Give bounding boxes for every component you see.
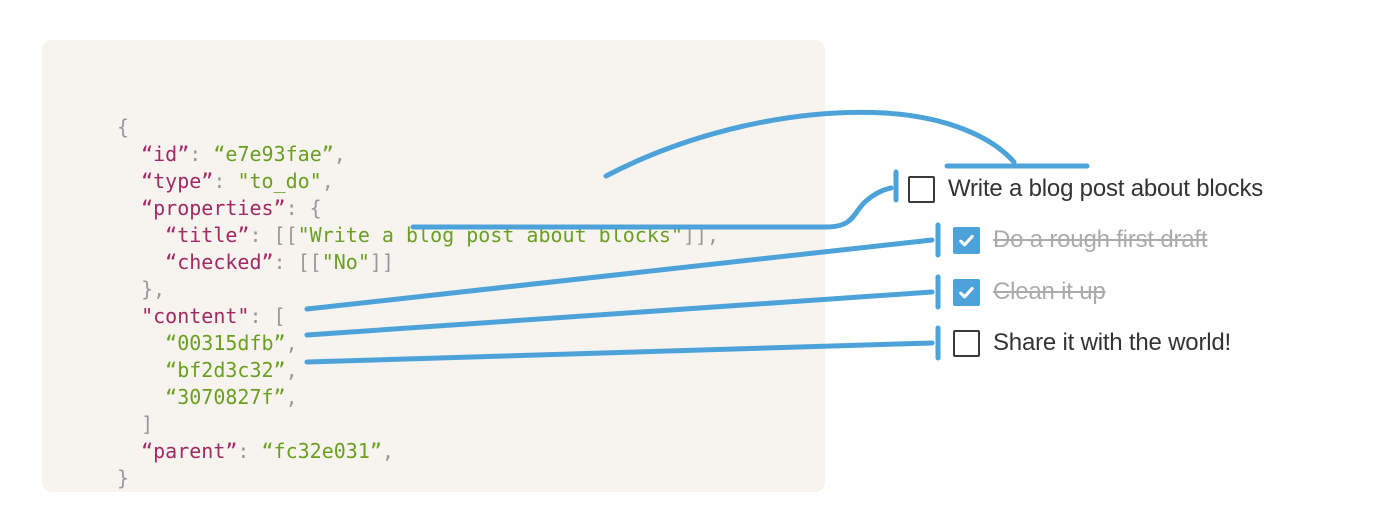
todo-item-label: Clean it up [993, 278, 1106, 305]
todo-item-label: Share it with the world! [993, 329, 1231, 356]
json-code-segment-str: “e7e93fae” [213, 142, 334, 166]
json-code-line: “id”: “e7e93fae”, [117, 141, 719, 168]
json-code-segment-pun [117, 385, 165, 409]
json-code-segment-pun [117, 250, 165, 274]
json-code-line: }, [117, 276, 719, 303]
checkmark-icon [959, 234, 974, 246]
todo-checkbox-unchecked[interactable] [953, 329, 980, 357]
todo-item-label: Do a rough first draft [993, 226, 1208, 253]
json-code-line: "content": [ [117, 303, 719, 330]
json-code-segment-pun: , [285, 385, 298, 409]
json-code-segment-pun: { [117, 115, 130, 139]
json-code-line: } [117, 465, 719, 492]
json-code-segment-pun: : [ [249, 304, 286, 328]
json-code-segment-pun: : { [285, 196, 322, 220]
json-code-line: “type”: "to_do", [117, 168, 719, 195]
todo-item: Share it with the world! [953, 328, 1231, 358]
json-code-segment-pun [117, 439, 141, 463]
json-code-segment-str: "Write a blog post about blocks" [297, 223, 683, 247]
json-code-segment-pun: , [321, 169, 334, 193]
json-code-segment-pun: , [285, 331, 298, 355]
json-code-segment-str: "No" [321, 250, 370, 274]
json-code-segment-pun: , [285, 358, 298, 382]
checkmark-icon [959, 286, 974, 298]
json-code-segment-str: "to_do" [237, 169, 322, 193]
json-code-segment-pun: ]] [369, 250, 394, 274]
json-code: { “id”: “e7e93fae”, “type”: "to_do", “pr… [117, 114, 719, 492]
json-code-segment-pun [117, 196, 141, 220]
json-code-segment-pun [117, 358, 165, 382]
json-code-segment-pun: : [189, 142, 214, 166]
todo-item: Do a rough first draft [953, 225, 1208, 255]
json-code-segment-key: “title” [165, 223, 250, 247]
json-code-segment-pun: } [117, 466, 130, 490]
todo-item-label: Write a blog post about blocks [948, 175, 1264, 202]
json-code-segment-str: “00315dfb” [165, 331, 286, 355]
json-code-segment-pun: : [237, 439, 262, 463]
json-code-segment-key: “properties” [141, 196, 286, 220]
json-code-line: { [117, 114, 719, 141]
json-code-segment-pun [117, 331, 165, 355]
json-code-segment-str: “fc32e031” [261, 439, 382, 463]
json-code-segment-pun [117, 169, 141, 193]
json-code-segment-pun: : [[ [273, 250, 322, 274]
json-code-panel: { “id”: “e7e93fae”, “type”: "to_do", “pr… [42, 40, 825, 492]
json-code-segment-pun: ]], [682, 223, 720, 247]
json-code-segment-pun [117, 142, 141, 166]
json-code-segment-str: “bf2d3c32” [165, 358, 286, 382]
json-code-line: “parent”: “fc32e031”, [117, 438, 719, 465]
json-code-line: “properties”: { [117, 195, 719, 222]
json-code-segment-str: “3070827f” [165, 385, 286, 409]
json-code-line: “checked”: [["No"]] [117, 249, 719, 276]
todo-item: Clean it up [953, 277, 1106, 307]
json-code-segment-key: “type” [141, 169, 214, 193]
todo-checkbox-checked[interactable] [953, 278, 980, 306]
json-code-line: “bf2d3c32”, [117, 357, 719, 384]
todo-checkbox-checked[interactable] [953, 226, 980, 254]
json-code-segment-pun [117, 223, 165, 247]
json-code-segment-key: “checked” [165, 250, 274, 274]
json-code-segment-key: “id” [141, 142, 190, 166]
json-code-segment-key: “parent” [141, 439, 238, 463]
json-code-segment-pun [117, 304, 141, 328]
json-code-line: ] [117, 411, 719, 438]
json-code-line: “3070827f”, [117, 384, 719, 411]
json-code-segment-pun: : [213, 169, 238, 193]
todo-item: Write a blog post about blocks [908, 174, 1263, 204]
json-code-line: “00315dfb”, [117, 330, 719, 357]
json-code-segment-pun: : [[ [249, 223, 298, 247]
json-code-segment-pun: , [381, 439, 394, 463]
json-code-segment-pun: }, [117, 277, 166, 301]
json-code-line: “title”: [["Write a blog post about bloc… [117, 222, 719, 249]
json-code-segment-pun: , [333, 142, 346, 166]
todo-checkbox-unchecked[interactable] [908, 175, 935, 203]
json-code-segment-key: "content" [141, 304, 250, 328]
json-code-segment-pun: ] [117, 412, 154, 436]
